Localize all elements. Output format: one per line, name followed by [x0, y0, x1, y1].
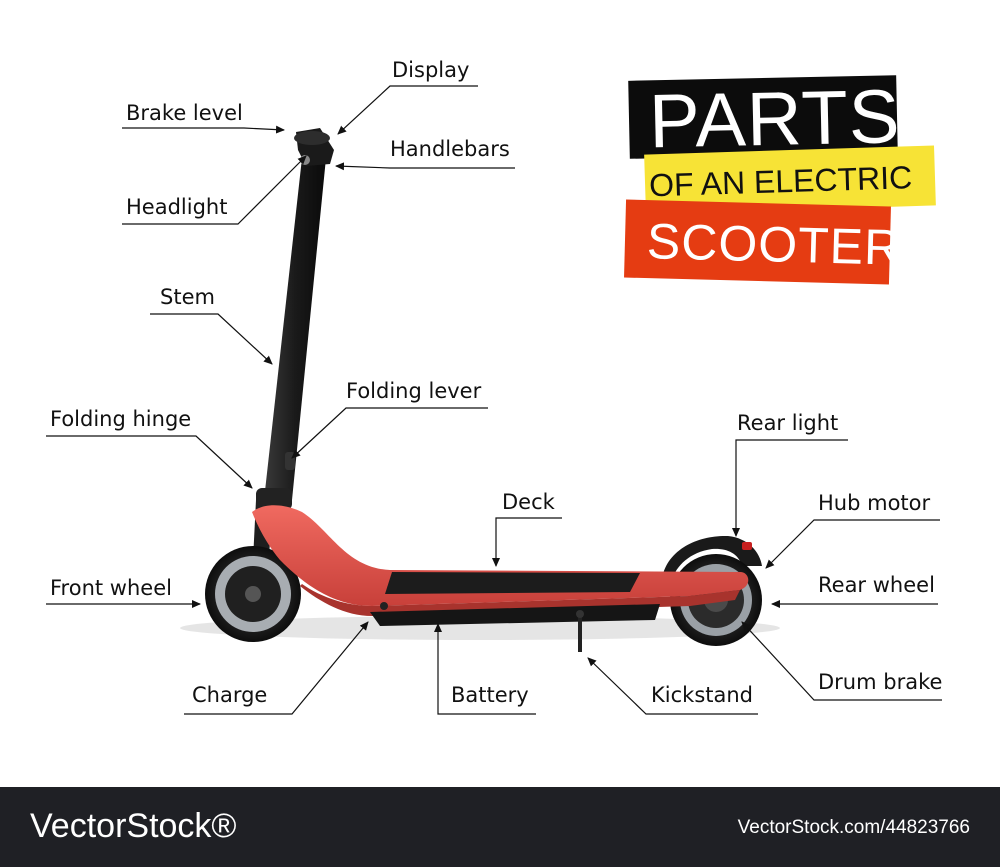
label-headlight: Headlight [126, 195, 228, 219]
title-of-an-electric: OF AN ELECTRIC [648, 159, 913, 204]
label-drum-brake: Drum brake [818, 670, 943, 694]
label-display: Display [392, 58, 470, 82]
label-stem: Stem [160, 285, 215, 309]
title-scooter-block: SCOOTER [624, 199, 902, 285]
rear-light-part [742, 542, 752, 550]
hinge-part [256, 488, 292, 510]
label-handlebars: Handlebars [390, 137, 510, 161]
battery-part [370, 604, 660, 626]
label-rear-wheel: Rear wheel [818, 573, 935, 597]
deck-grip [385, 572, 640, 594]
footer-image-code: VectorStock.com/44823766 [737, 817, 970, 838]
title-parts-block: PARTS [628, 74, 901, 164]
stem-part [264, 158, 326, 500]
label-battery: Battery [451, 683, 529, 707]
charge-port [380, 602, 388, 610]
leader-lines [46, 85, 942, 715]
label-folding-lever: Folding lever [346, 379, 482, 403]
label-folding-hinge: Folding hinge [50, 407, 192, 431]
rear-fender [662, 535, 762, 580]
label-hub-motor: Hub motor [818, 491, 931, 515]
label-rear-light: Rear light [737, 411, 839, 435]
label-brake-level: Brake level [126, 101, 243, 125]
label-front-wheel: Front wheel [50, 576, 172, 600]
footer-brand: VectorStock® [30, 807, 237, 845]
title-scooter: SCOOTER [646, 213, 902, 276]
ground-shadow [180, 616, 780, 640]
label-deck: Deck [502, 490, 555, 514]
footer-bar: VectorStock® VectorStock.com/44823766 [0, 787, 1000, 867]
label-kickstand: Kickstand [651, 683, 753, 707]
label-charge: Charge [192, 683, 268, 707]
